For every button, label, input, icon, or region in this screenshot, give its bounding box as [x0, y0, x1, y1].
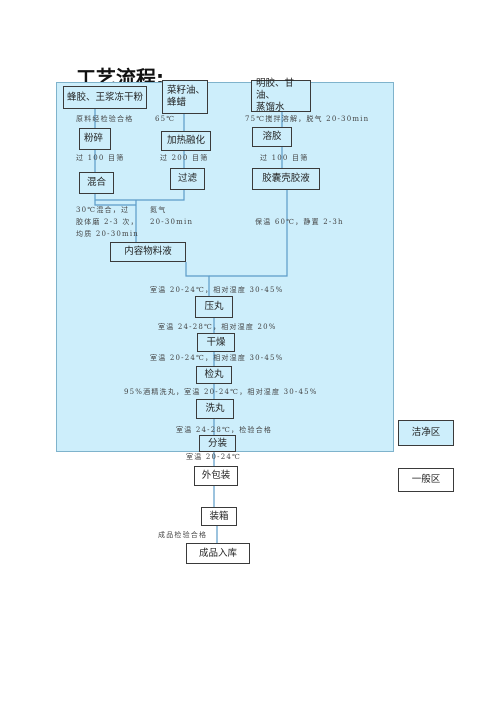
node-wash-pill: 洗丸 — [196, 399, 234, 419]
label-temp-75: 75℃搅拌溶解，脱气 20-30min — [245, 115, 370, 123]
label-temp-65: 65℃ — [155, 115, 176, 123]
node-mix: 混合 — [79, 172, 114, 194]
node-inspect-pill: 检丸 — [196, 366, 232, 384]
node-beeswax-royal-jelly: 蜂胶、王浆冻干粉 — [63, 86, 147, 109]
label-time-20-30: 20-30min — [150, 218, 194, 226]
node-outer-pack: 外包装 — [194, 466, 238, 486]
label-sieve-1: 过 100 目筛 — [76, 154, 125, 162]
node-dissolve-gel: 溶胶 — [252, 127, 292, 147]
label-homogenize: 均质 20-30min — [76, 230, 139, 238]
node-gelatin-glycerin-water: 明胶、甘油、 蒸馏水 — [251, 78, 311, 113]
label-nitrogen: 氮气 — [150, 206, 167, 214]
label-room-4: 室温 24-28℃，检验合格 — [176, 426, 273, 434]
label-mix-30: 30℃混合，过 — [76, 206, 130, 214]
label-sieve-3: 过 100 目筛 — [260, 154, 309, 162]
label-room-5: 室温 20-24℃ — [186, 453, 242, 461]
node-boxing: 装箱 — [201, 507, 237, 526]
node-storage: 成品入库 — [186, 543, 250, 564]
node-press-pill: 压丸 — [195, 296, 233, 318]
node-content-liquid: 内容物料液 — [110, 242, 186, 262]
legend-general-zone: 一般区 — [398, 468, 454, 492]
label-colloid-mill: 胶体磨 2-3 次， — [76, 218, 139, 226]
node-rapeseed-oil-beeswax: 菜籽油、 蜂蜡 — [162, 80, 208, 114]
node-crush: 粉碎 — [79, 128, 111, 150]
label-room-1: 室温 20-24℃，相对湿度 30-45% — [150, 286, 284, 294]
node-heat-melt: 加热融化 — [161, 131, 211, 151]
label-hold-60: 保温 60℃，静置 2-3h — [255, 218, 344, 226]
label-qc-raw: 原料经检验合格 — [76, 115, 134, 123]
label-qc-final: 成品检验合格 — [158, 531, 208, 539]
legend-clean-zone: 洁净区 — [398, 420, 454, 446]
node-dry: 干燥 — [197, 333, 235, 352]
node-filter: 过滤 — [170, 168, 205, 190]
node-capsule-liquid: 胶囊壳胶液 — [252, 168, 320, 190]
label-room-2: 室温 24-28℃，相对湿度 20% — [158, 323, 277, 331]
node-subpack: 分装 — [199, 435, 236, 452]
label-wash-condition: 95%酒精洗丸，室温 20-24℃，相对湿度 30-45% — [124, 388, 318, 396]
label-room-3: 室温 20-24℃，相对湿度 30-45% — [150, 354, 284, 362]
label-sieve-2: 过 200 目筛 — [160, 154, 209, 162]
